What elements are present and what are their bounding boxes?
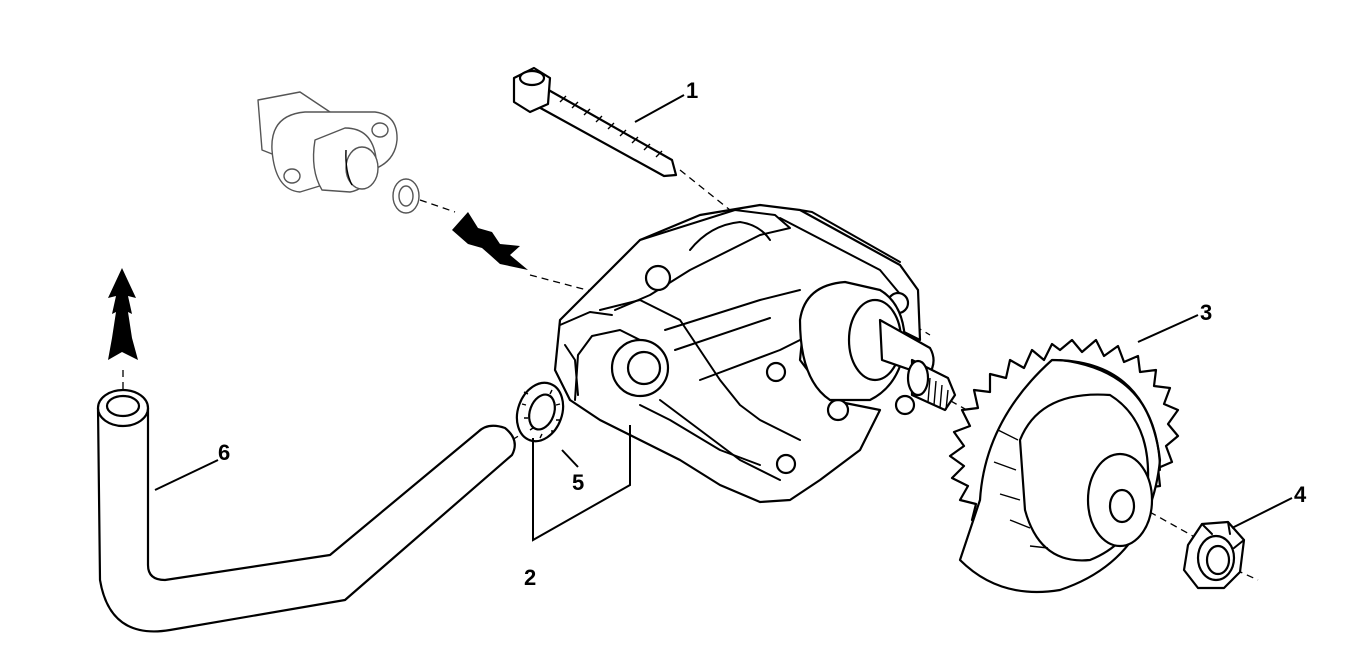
oil-pipe [96,388,516,633]
oil-pump-body [553,203,957,504]
callout-3: 3 [1200,300,1212,325]
callout-4: 4 [1294,482,1307,507]
sealing-washer [515,381,565,443]
bolt [512,66,678,178]
drive-gear [948,338,1180,594]
callouts: 1 2 3 4 5 6 [218,78,1307,590]
callout-5: 5 [572,470,584,495]
mounting-flange-ghost [257,91,420,214]
callout-2: 2 [524,565,536,590]
hex-nut [1182,520,1246,590]
callout-1: 1 [686,78,698,103]
leader-lines [154,94,1293,542]
flow-arrow-up-icon [108,268,138,360]
callout-6: 6 [218,440,230,465]
flow-arrow-right-icon [452,212,528,270]
